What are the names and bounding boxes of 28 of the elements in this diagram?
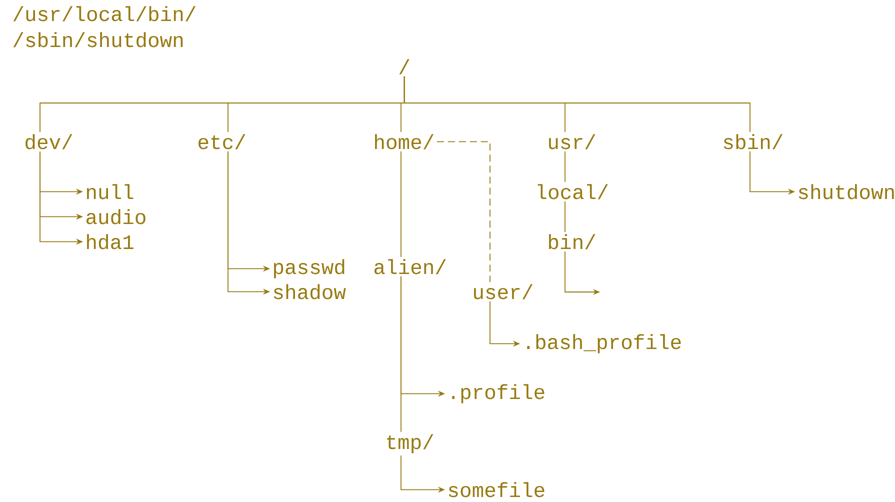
file-name: audio (86, 209, 146, 224)
tree-line (400, 150, 402, 258)
directory-name: sbin/ (724, 134, 783, 150)
file-name: .profile (452, 384, 544, 404)
tree-line (400, 276, 402, 432)
file-name: shadow (274, 284, 346, 300)
directory-name: / (399, 59, 410, 74)
directory-name: bin/ (549, 234, 596, 250)
file-name: somefile (448, 482, 544, 498)
file-name: .bash_profile (527, 334, 681, 354)
tree-line (564, 200, 566, 232)
directory-name: usr/ (549, 134, 596, 150)
file-name: hda1 (87, 234, 134, 250)
file-name: null (87, 184, 134, 200)
tree-line (404, 76, 750, 132)
file-name: shutdown (798, 184, 894, 200)
directory-name: etc/ (198, 134, 246, 150)
path-label: /sbin/shutdown (13, 32, 183, 48)
path-label: /usr/local/bin/ (13, 6, 196, 22)
directory-name: alien/ (374, 259, 446, 274)
directory-name: tmp/ (387, 434, 434, 454)
directory-name: local/ (538, 184, 608, 200)
directory-name: home/ (375, 134, 434, 150)
file-name: passwd (274, 259, 344, 278)
tree-line (564, 150, 566, 182)
tree-line (436, 141, 490, 282)
directory-name: user/ (474, 284, 533, 300)
directory-name: dev/ (26, 134, 72, 150)
